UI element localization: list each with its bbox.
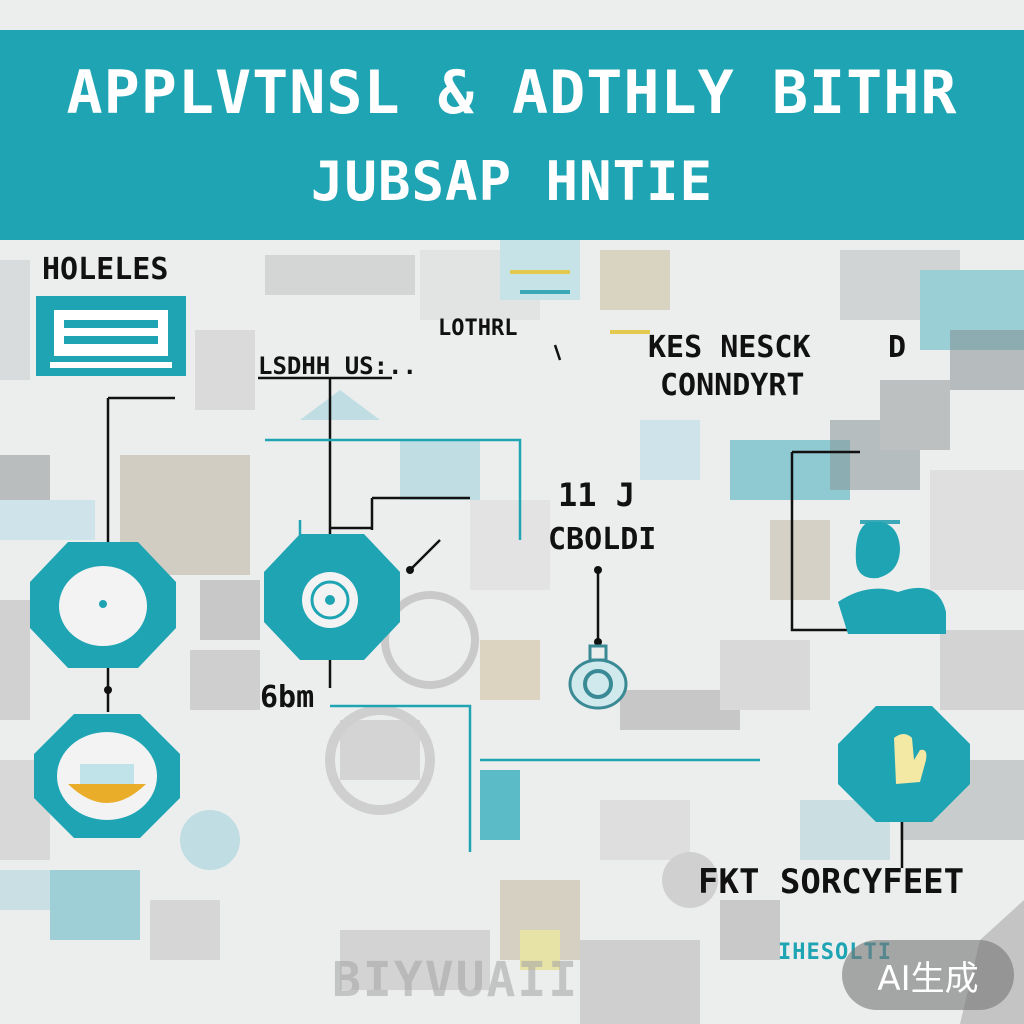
bowl-node-icon (34, 714, 180, 838)
label-top-right-1-suffix: D (888, 330, 907, 365)
title-banner (0, 30, 1024, 240)
bottom-faded-text: BIYVUAII (332, 952, 580, 1008)
label-bottom-right: FKT SORCYFEET (698, 862, 965, 902)
label-top-left: HOLELES (42, 252, 169, 287)
label-top-right-1: KES NESCK (648, 330, 811, 365)
banner-title-line-2: JUBSAP HNTIE (310, 150, 714, 213)
label-mid-left-sub: LSDHH US:.. (258, 352, 417, 380)
ai-generated-watermark: AI生成 (842, 940, 1014, 1010)
hand-icon (838, 706, 970, 822)
person-icon (838, 522, 946, 634)
label-mid-left: LOTHRL (438, 316, 518, 341)
banner-title-line-1: APPLVTNSL & ADTHLY BITHR (66, 58, 958, 128)
target-node-icon (264, 534, 400, 660)
label-top-right-2: CONNDYRT (660, 368, 805, 403)
document-card-icon (36, 296, 186, 376)
label-center-word: CBOLDI (548, 522, 657, 557)
clock-node-icon (30, 542, 176, 668)
label-left-bottom: 6bm (260, 680, 315, 715)
label-center-number: 11 J (558, 476, 636, 514)
ring-icon (568, 644, 628, 710)
